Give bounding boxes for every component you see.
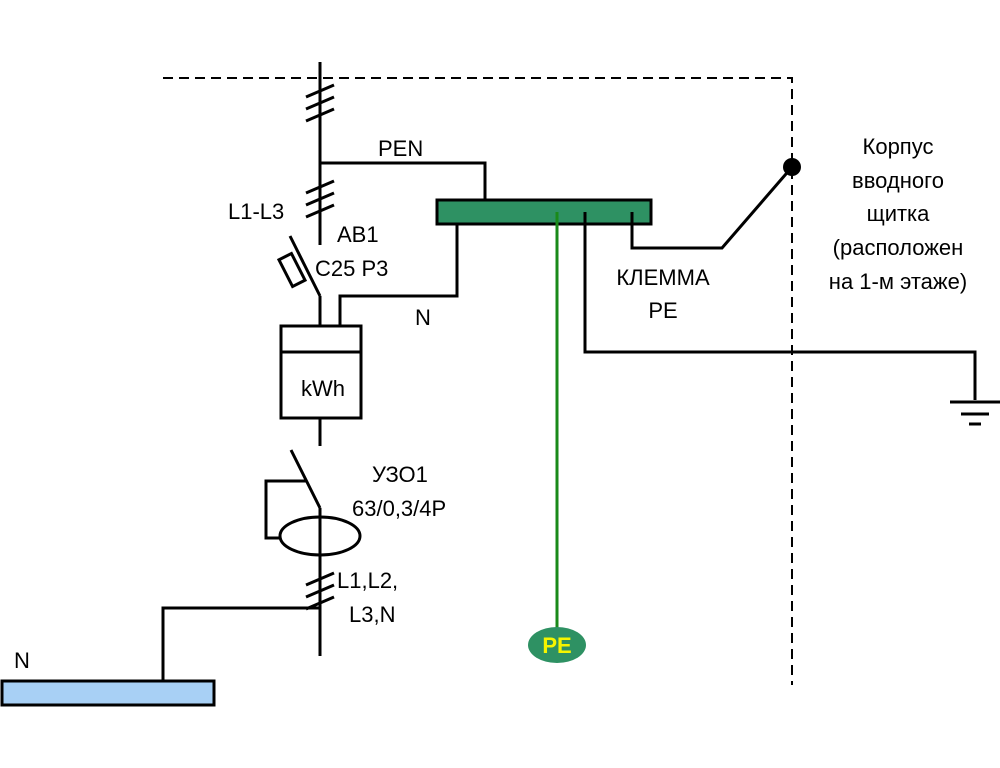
pen-label: PEN [378, 136, 423, 161]
panel-body-label-line4: (расположен [833, 235, 964, 260]
ground-icon [950, 400, 1000, 426]
phases-label-line2: L3,N [349, 602, 395, 627]
breaker-ab1-trip-element [276, 251, 308, 289]
panel-body-label-line2: вводного [852, 168, 944, 193]
pen-conductor [320, 161, 487, 212]
panel-body-label-line3: щитка [867, 201, 931, 226]
kwh-meter-body [279, 324, 363, 420]
uzo1-label: УЗО1 [372, 462, 428, 487]
phases-label-line1: L1,L2, [337, 568, 398, 593]
n-conductor-to-meter [338, 212, 459, 326]
triple-phase-tick-top [305, 83, 335, 123]
earthing-conductor [583, 212, 977, 400]
panel-body-terminal-dot [783, 158, 801, 176]
rcd-uzo1-current-transformer [278, 515, 362, 557]
rcd-uzo1-trip-link [264, 479, 306, 540]
panel-enclosure-boundary [163, 77, 793, 685]
pe-busbar [435, 198, 653, 226]
quad-phase-tick-bottom [305, 571, 335, 611]
panel-body-label-line1: Корпус [863, 134, 934, 159]
pe-badge-label: PE [542, 633, 571, 658]
ab1-label: АВ1 [337, 222, 379, 247]
uzo1-rating-label: 63/0,3/4P [352, 496, 446, 521]
n-conductor-to-n-busbar [161, 606, 320, 686]
pe-to-panel-body-wire [630, 166, 794, 250]
l1-l3-label: L1-L3 [228, 199, 284, 224]
n-busbar-label: N [14, 648, 30, 673]
n-conductor-label: N [415, 305, 431, 330]
pe-badge [528, 627, 586, 663]
breaker-ab1-blade [288, 235, 322, 297]
kwh-meter-label: kWh [301, 376, 345, 401]
klemma-label-line1: КЛЕММА [616, 265, 710, 290]
klemma-label-line2: PE [648, 298, 677, 323]
panel-body-label-line5: на 1-м этаже) [829, 269, 967, 294]
n-busbar [0, 679, 216, 707]
rcd-uzo1-blade [289, 449, 322, 509]
triple-phase-tick-mid [305, 179, 335, 219]
ab1-rating-label: С25 Р3 [315, 256, 388, 281]
